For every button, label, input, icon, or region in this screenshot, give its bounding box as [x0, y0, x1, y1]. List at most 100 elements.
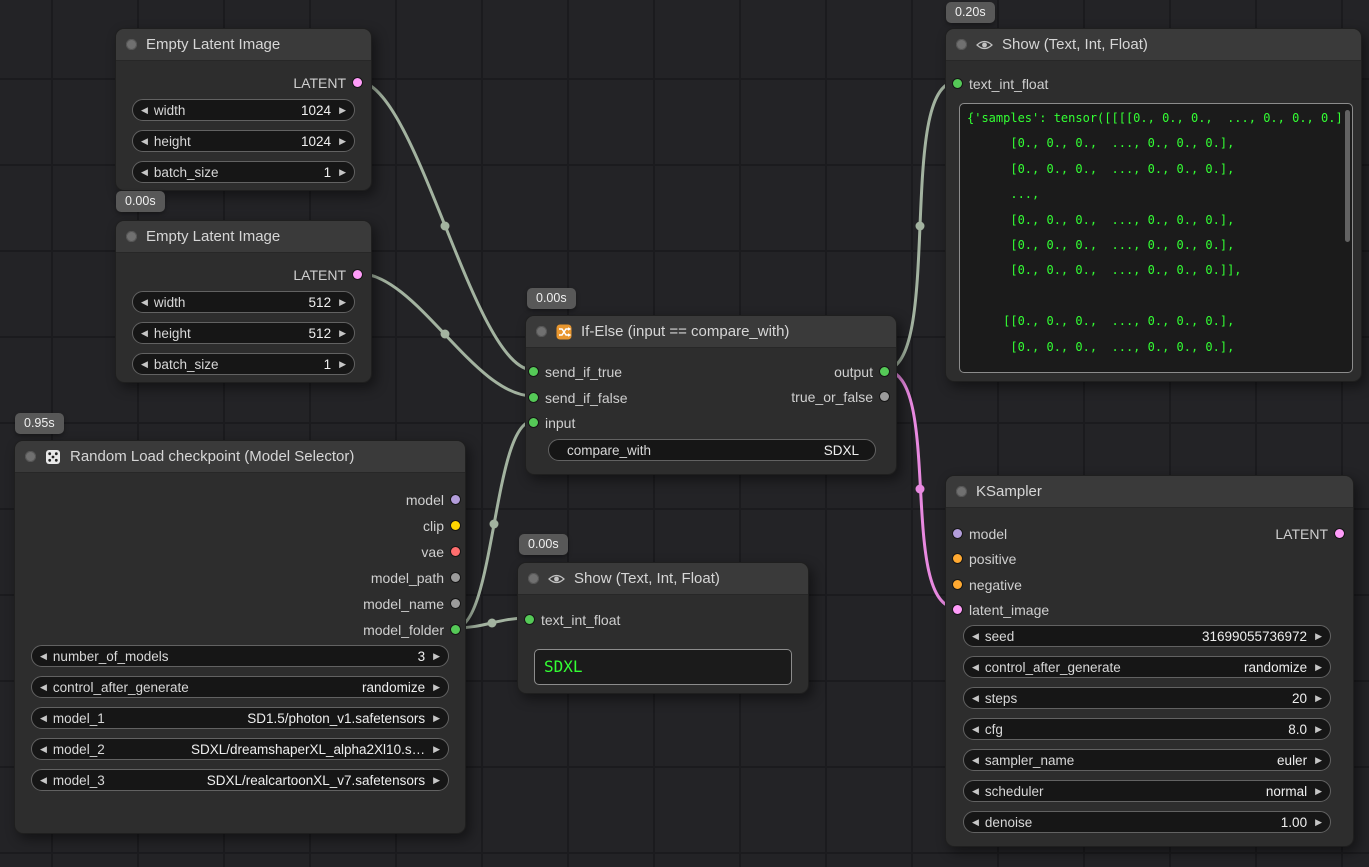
height-widget[interactable]: ◀ height 512 ▶ — [132, 322, 355, 344]
collapse-dot[interactable] — [536, 326, 547, 337]
node-show-text-large[interactable]: Show (Text, Int, Float) text_int_float {… — [945, 28, 1362, 382]
height-widget[interactable]: ◀ height 1024 ▶ — [132, 130, 355, 152]
send-if-false-input-port[interactable] — [529, 393, 538, 402]
batch-size-widget[interactable]: ◀ batch_size 1 ▶ — [132, 161, 355, 183]
increment-arrow-icon[interactable]: ▶ — [433, 774, 440, 785]
decrement-arrow-icon[interactable]: ◀ — [972, 723, 979, 734]
collapse-dot[interactable] — [126, 231, 137, 242]
node-empty-latent-image-2[interactable]: Empty Latent Image LATENT ◀ width 512 ▶ … — [115, 220, 372, 383]
node-empty-latent-image-1[interactable]: Empty Latent Image LATENT ◀ width 1024 ▶… — [115, 28, 372, 191]
increment-arrow-icon[interactable]: ▶ — [1315, 723, 1322, 734]
node-title-bar[interactable]: Random Load checkpoint (Model Selector) — [15, 441, 465, 473]
width-widget[interactable]: ◀ width 512 ▶ — [132, 291, 355, 313]
show-text-output-area[interactable]: SDXL — [534, 649, 792, 685]
latent-output-port[interactable] — [1335, 529, 1344, 538]
model-folder-output-port[interactable] — [451, 625, 460, 634]
compare-with-widget[interactable]: compare_with SDXL — [548, 439, 876, 461]
decrement-arrow-icon[interactable]: ◀ — [141, 296, 148, 307]
latent-output-port[interactable] — [353, 270, 362, 279]
increment-arrow-icon[interactable]: ▶ — [433, 681, 440, 692]
node-random-load-checkpoint[interactable]: Random Load checkpoint (Model Selector) … — [14, 440, 466, 834]
clip-output-port[interactable] — [451, 521, 460, 530]
show-text-output-area[interactable]: {'samples': tensor([[[[0., 0., 0., ..., … — [959, 103, 1353, 373]
node-ksampler[interactable]: KSampler model positive negative latent_… — [945, 475, 1354, 847]
decrement-arrow-icon[interactable]: ◀ — [141, 358, 148, 369]
latent-image-input-port[interactable] — [953, 605, 962, 614]
model-3-widget[interactable]: ◀ model_3 SDXL/realcartoonXL_v7.safetens… — [31, 769, 449, 791]
model-name-output-port[interactable] — [451, 599, 460, 608]
decrement-arrow-icon[interactable]: ◀ — [972, 816, 979, 827]
model-input-port[interactable] — [953, 529, 962, 538]
decrement-arrow-icon[interactable]: ◀ — [972, 754, 979, 765]
increment-arrow-icon[interactable]: ▶ — [339, 327, 346, 338]
sampler-name-widget[interactable]: ◀ sampler_name euler ▶ — [963, 749, 1331, 771]
increment-arrow-icon[interactable]: ▶ — [339, 104, 346, 115]
collapse-dot[interactable] — [528, 573, 539, 584]
increment-arrow-icon[interactable]: ▶ — [1315, 785, 1322, 796]
increment-arrow-icon[interactable]: ▶ — [1315, 692, 1322, 703]
model-1-widget[interactable]: ◀ model_1 SD1.5/photon_v1.safetensors ▶ — [31, 707, 449, 729]
number-of-models-widget[interactable]: ◀ number_of_models 3 ▶ — [31, 645, 449, 667]
control-after-generate-widget[interactable]: ◀ control_after_generate randomize ▶ — [31, 676, 449, 698]
decrement-arrow-icon[interactable]: ◀ — [972, 692, 979, 703]
output-output-port[interactable] — [880, 367, 889, 376]
collapse-dot[interactable] — [126, 39, 137, 50]
cfg-widget[interactable]: ◀ cfg 8.0 ▶ — [963, 718, 1331, 740]
collapse-dot[interactable] — [25, 451, 36, 462]
negative-input-port[interactable] — [953, 580, 962, 589]
increment-arrow-icon[interactable]: ▶ — [1315, 630, 1322, 641]
decrement-arrow-icon[interactable]: ◀ — [141, 135, 148, 146]
increment-arrow-icon[interactable]: ▶ — [1315, 816, 1322, 827]
node-title-bar[interactable]: Show (Text, Int, Float) — [946, 29, 1361, 61]
decrement-arrow-icon[interactable]: ◀ — [972, 630, 979, 641]
collapse-dot[interactable] — [956, 39, 967, 50]
model-path-output-port[interactable] — [451, 573, 460, 582]
scrollbar-thumb[interactable] — [1345, 110, 1350, 242]
decrement-arrow-icon[interactable]: ◀ — [40, 681, 47, 692]
node-title-bar[interactable]: Empty Latent Image — [116, 221, 371, 253]
node-title-bar[interactable]: If-Else (input == compare_with) — [526, 316, 896, 348]
node-show-text-small[interactable]: Show (Text, Int, Float) text_int_float S… — [517, 562, 809, 694]
batch-size-widget[interactable]: ◀ batch_size 1 ▶ — [132, 353, 355, 375]
latent-output-port[interactable] — [353, 78, 362, 87]
increment-arrow-icon[interactable]: ▶ — [1315, 661, 1322, 672]
collapse-dot[interactable] — [956, 486, 967, 497]
decrement-arrow-icon[interactable]: ◀ — [141, 166, 148, 177]
node-if-else[interactable]: If-Else (input == compare_with) send_if_… — [525, 315, 897, 475]
decrement-arrow-icon[interactable]: ◀ — [972, 661, 979, 672]
increment-arrow-icon[interactable]: ▶ — [433, 743, 440, 754]
steps-widget[interactable]: ◀ steps 20 ▶ — [963, 687, 1331, 709]
increment-arrow-icon[interactable]: ▶ — [433, 650, 440, 661]
decrement-arrow-icon[interactable]: ◀ — [40, 712, 47, 723]
input-input-port[interactable] — [529, 418, 538, 427]
vae-output-port[interactable] — [451, 547, 460, 556]
model-output-port[interactable] — [451, 495, 460, 504]
decrement-arrow-icon[interactable]: ◀ — [40, 774, 47, 785]
node-title-bar[interactable]: Show (Text, Int, Float) — [518, 563, 808, 595]
decrement-arrow-icon[interactable]: ◀ — [40, 650, 47, 661]
decrement-arrow-icon[interactable]: ◀ — [972, 785, 979, 796]
node-title-bar[interactable]: Empty Latent Image — [116, 29, 371, 61]
control-after-generate-widget[interactable]: ◀ control_after_generate randomize ▶ — [963, 656, 1331, 678]
seed-widget[interactable]: ◀ seed 31699055736972 ▶ — [963, 625, 1331, 647]
decrement-arrow-icon[interactable]: ◀ — [141, 104, 148, 115]
send-if-true-input-port[interactable] — [529, 367, 538, 376]
model-2-widget[interactable]: ◀ model_2 SDXL/dreamshaperXL_alpha2Xl10.… — [31, 738, 449, 760]
increment-arrow-icon[interactable]: ▶ — [339, 135, 346, 146]
text-int-float-input-port[interactable] — [953, 79, 962, 88]
decrement-arrow-icon[interactable]: ◀ — [141, 327, 148, 338]
width-widget[interactable]: ◀ width 1024 ▶ — [132, 99, 355, 121]
increment-arrow-icon[interactable]: ▶ — [339, 296, 346, 307]
true-or-false-output-port[interactable] — [880, 392, 889, 401]
text-int-float-input-port[interactable] — [525, 615, 534, 624]
increment-arrow-icon[interactable]: ▶ — [433, 712, 440, 723]
scheduler-widget[interactable]: ◀ scheduler normal ▶ — [963, 780, 1331, 802]
node-title-bar[interactable]: KSampler — [946, 476, 1353, 508]
increment-arrow-icon[interactable]: ▶ — [339, 166, 346, 177]
increment-arrow-icon[interactable]: ▶ — [339, 358, 346, 369]
denoise-widget[interactable]: ◀ denoise 1.00 ▶ — [963, 811, 1331, 833]
positive-input-port[interactable] — [953, 554, 962, 563]
increment-arrow-icon[interactable]: ▶ — [1315, 754, 1322, 765]
decrement-arrow-icon[interactable]: ◀ — [40, 743, 47, 754]
